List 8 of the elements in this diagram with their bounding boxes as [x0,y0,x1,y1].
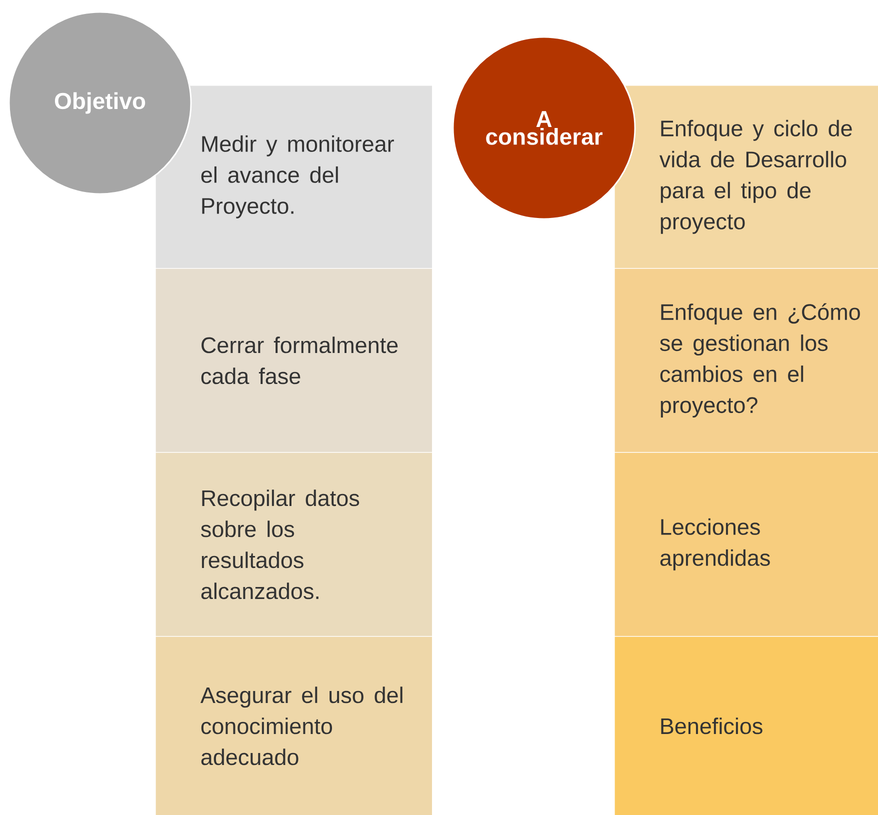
text-box: Cerrar formalmente cada fase [155,268,433,453]
text-box: Lecciones aprendidas [614,452,878,637]
text-box: Beneficios [614,636,878,815]
text-box: Asegurar el uso del conocimiento adecuado [155,636,433,815]
text-box: Medir y monitorear el avance del Proyecto. [155,85,433,269]
text-box: Enfoque en ¿Cómo se gestionan los cambios en el proyecto? [614,268,878,453]
text-box: Enfoque y ciclo de vida de Desarrollo para el tipo de proyecto [614,85,878,269]
text-box: Recopilar datos sobre los resultados alcanzados. [155,452,433,637]
